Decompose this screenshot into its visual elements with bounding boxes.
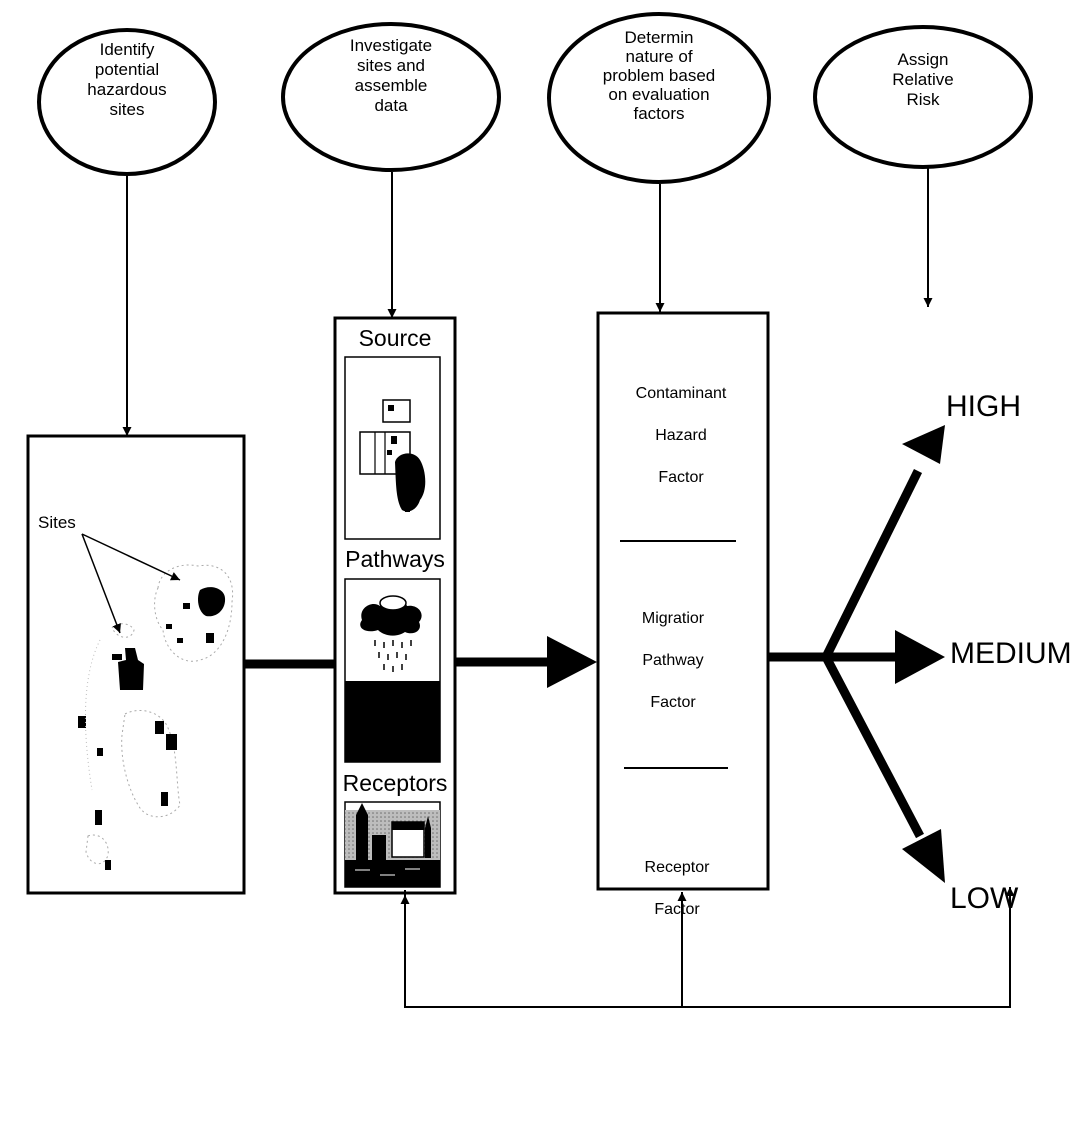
step-assign-text: Assign Relative Risk [892, 50, 954, 109]
step-oval-investigate [281, 22, 501, 172]
migration-pathway-factor: Migratior Pathway Factor [641, 610, 705, 711]
step-determine-text: Determin nature of problem based on eval… [602, 28, 716, 123]
risk-low-label: LOW [950, 882, 1019, 915]
receptors-label: Receptors [342, 770, 448, 796]
pathways-image [344, 578, 441, 763]
sites-label: Sites [38, 513, 76, 532]
fork-branch-low [822, 654, 924, 839]
risk-medium-label: MEDIUM [950, 637, 1072, 670]
risk-high-label: HIGH [946, 390, 1021, 423]
contaminant-hazard-factor: Contaminant Hazard Factor [635, 385, 727, 486]
connector-investigation-arrowhead [547, 636, 597, 688]
step-oval-determine [547, 12, 771, 184]
sites-pointer-2 [81, 533, 121, 634]
step-identify-text: Identify potential hazardous sites [87, 40, 167, 119]
step-oval-assign [813, 25, 1033, 169]
pathways-label: Pathways [345, 546, 445, 572]
fork-arrowhead-medium [895, 630, 945, 684]
step-oval-identify [37, 28, 217, 176]
source-label: Source [358, 325, 432, 351]
step-investigate-text: Investigate sites and assemble data [349, 36, 433, 115]
fork-arrowhead-high [902, 425, 945, 464]
receptor-factor: Receptor Factor [644, 859, 710, 918]
factors-panel [596, 311, 770, 891]
receptors-image [344, 801, 441, 888]
sites-pointer-1 [81, 533, 181, 581]
map-drawing [78, 564, 234, 870]
fork-branch-high [821, 469, 923, 659]
fork-arrowhead-low [902, 829, 945, 883]
source-image [344, 356, 441, 540]
